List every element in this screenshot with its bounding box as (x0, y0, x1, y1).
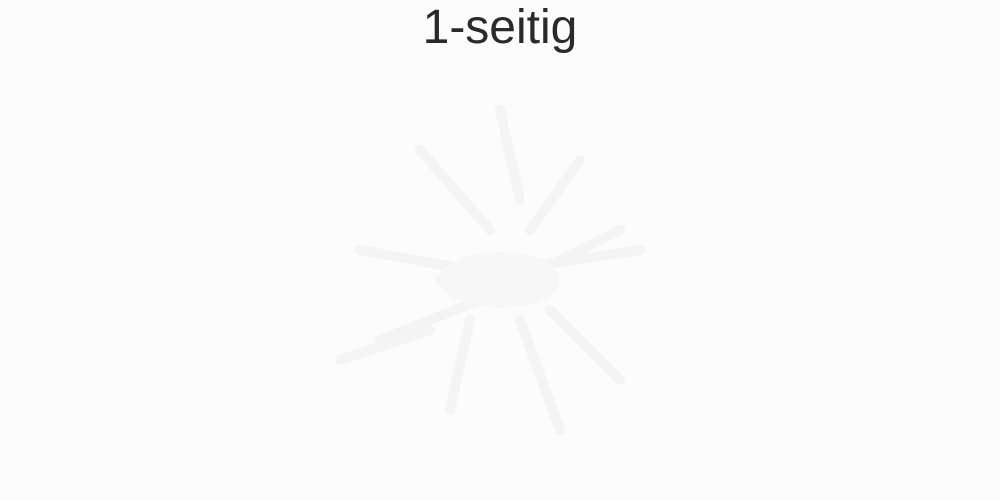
watermark-stroke (525, 155, 585, 235)
watermark-stroke (375, 295, 485, 345)
watermark-stroke (515, 315, 565, 435)
watermark-center (440, 252, 560, 308)
watermark-stroke (545, 305, 625, 385)
watermark-stroke (335, 325, 435, 365)
watermark-stroke (415, 145, 495, 235)
watermark-stroke (495, 105, 525, 205)
watermark-stroke (445, 315, 475, 415)
page-title: 1-seitig (422, 1, 578, 54)
faint-watermark-graphic (335, 105, 645, 435)
